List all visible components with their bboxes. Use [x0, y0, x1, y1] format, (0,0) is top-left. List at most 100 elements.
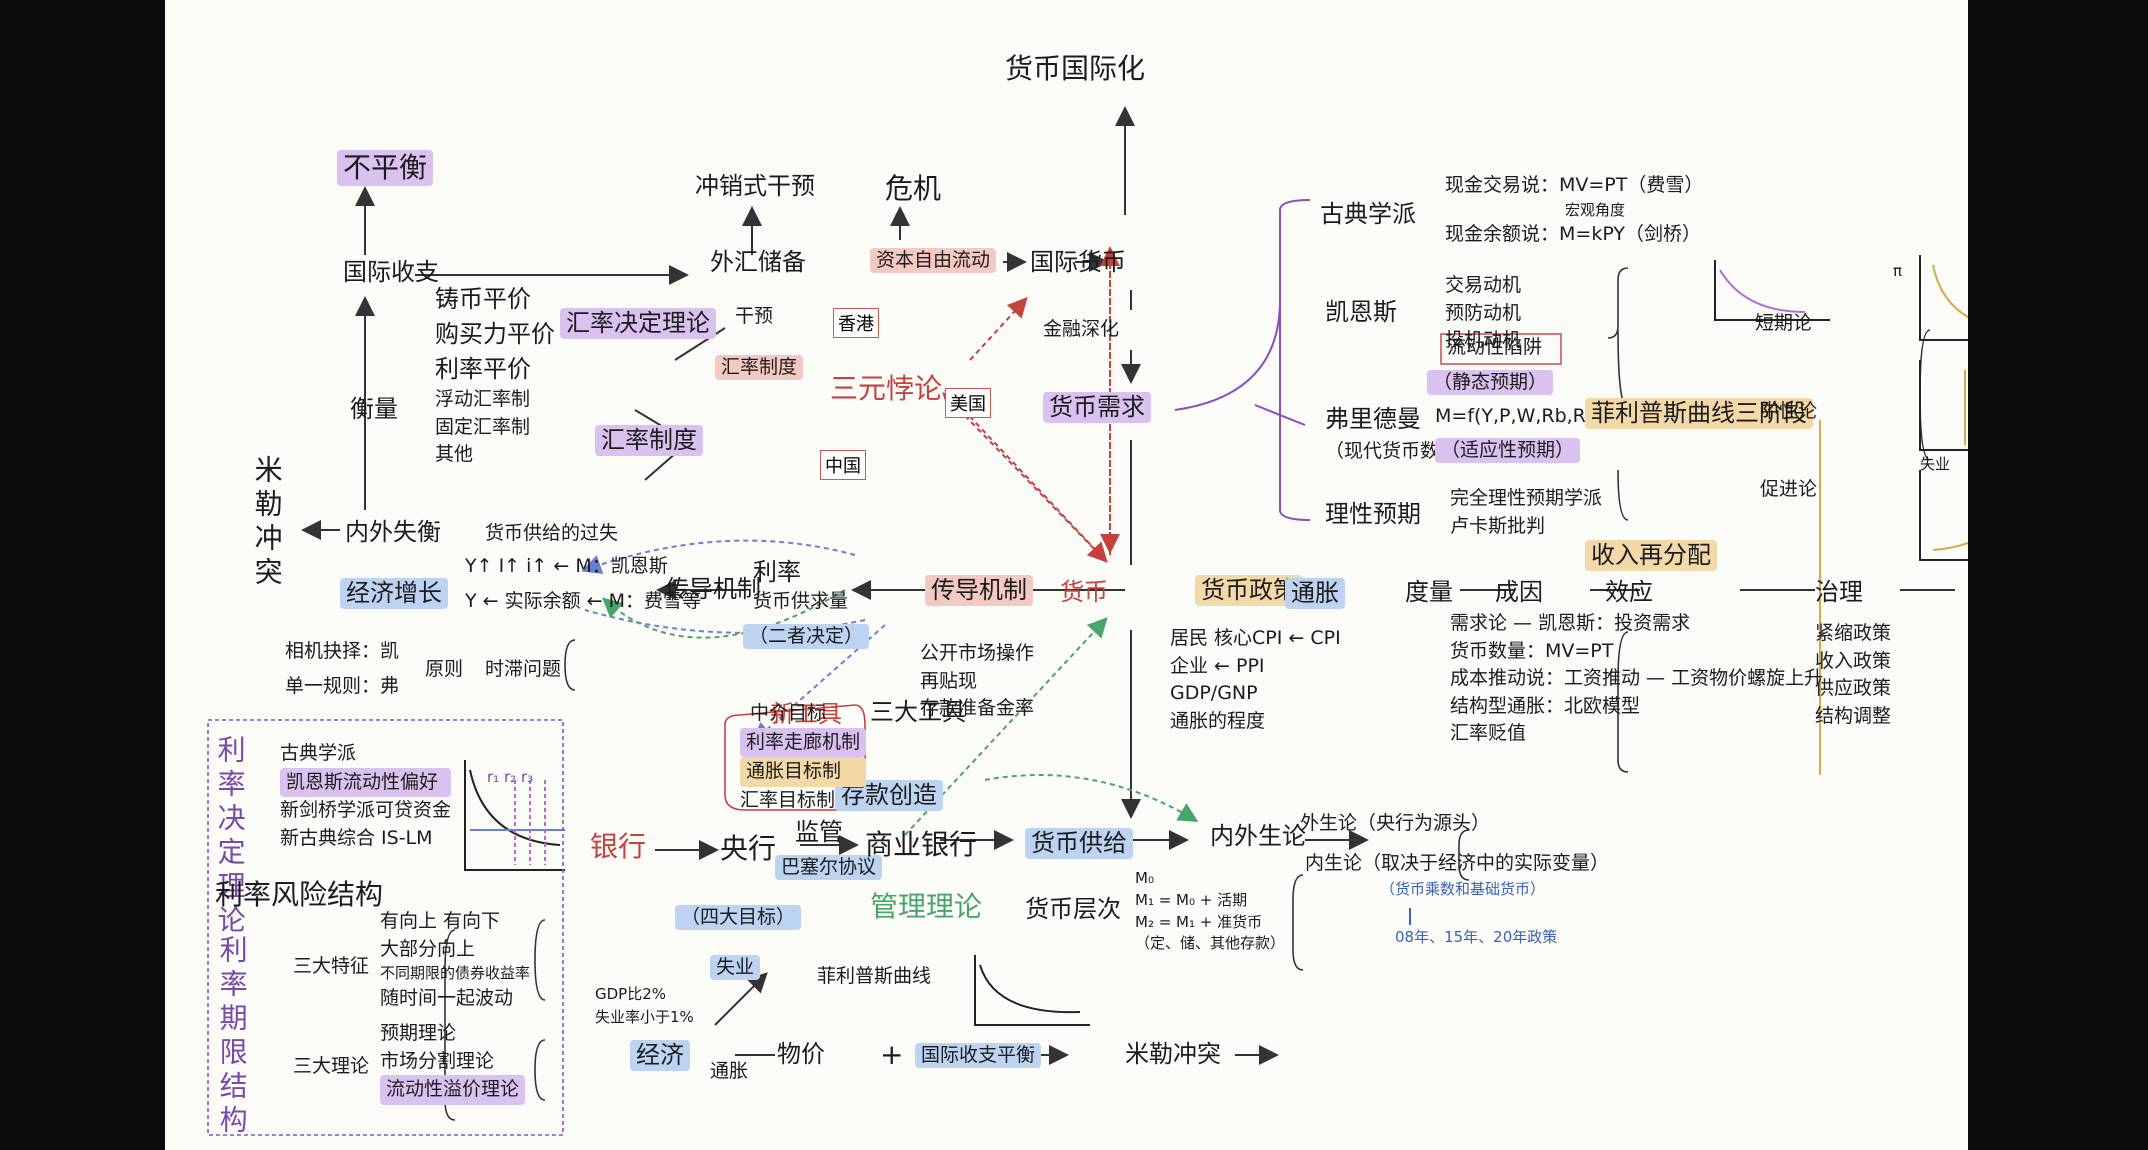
imbalance-node: 不平衡 — [337, 150, 434, 186]
friedman-node: 弗里德曼 — [1325, 405, 1421, 433]
three-tools-label: 三大工具 — [870, 698, 966, 726]
hong-kong-tag: 香港 — [833, 308, 879, 338]
price-node: 物价 — [777, 1040, 825, 1068]
keynes-motives: 交易动机 预防动机 投机动机 — [1445, 274, 1522, 352]
economy-node: 经济 — [630, 1040, 690, 1071]
rate-theory-title: 利率决定理论 — [213, 735, 247, 939]
economic-growth-node: 经济增长 — [340, 578, 448, 609]
rate-node: 利率 — [753, 558, 801, 586]
both-decide-tag: （二者决定） — [743, 624, 870, 649]
supervise-label: 监管 — [795, 818, 843, 846]
term-structure-title: 利率期限结构 — [215, 935, 249, 1139]
fx-theory-list: 铸币平价 购买力平价 利率平价 浮动汇率制 固定汇率制 其他 — [435, 282, 555, 469]
inflation-measures-list: 居民 核心CPI ← CPI 企业 ← PPI GDP/GNP 通胀的程度 — [1170, 627, 1341, 732]
money-levels-label: 货币层次 — [1025, 895, 1121, 923]
crisis-node: 危机 — [885, 172, 942, 205]
internal-external-node: 内外失衡 — [345, 518, 441, 546]
china-tag: 中国 — [820, 450, 866, 480]
single-rule-friedman: 单一规则：弗 — [285, 675, 400, 697]
static-expectation-tag: （静态预期） — [1427, 370, 1554, 395]
rate-chart-labels: r₁ r₂ r₃ — [487, 768, 534, 786]
capital-flow-node: 资本自由流动 — [870, 248, 997, 273]
four-goals-tag: （四大目标） — [675, 905, 802, 930]
policy-years-note: 08年、15年、20年政策 — [1395, 928, 1558, 946]
commercial-bank-node: 商业银行 — [865, 828, 978, 861]
intl-money-node: 国际货币 — [1030, 248, 1126, 276]
fx-reserve-node: 外汇储备 — [710, 248, 806, 276]
phillips-short: 短期论 — [1755, 312, 1813, 334]
theories-list: 预期理论 市场分割理论 流动性溢价理论 — [380, 1020, 526, 1105]
phillips-curve-label: 菲利普斯曲线 — [817, 965, 932, 987]
rational-items: 完全理性预期学派 卢卡斯批判 — [1450, 487, 1603, 537]
inflation-node: 通胀 — [1285, 578, 1345, 609]
gdp-note: GDP比2% — [595, 985, 667, 1003]
bop-node: 国际收支 — [343, 258, 439, 286]
deposit-creation-node: 存款创造 — [835, 780, 943, 811]
shock-node: 冲销式干预 — [695, 172, 815, 200]
financial-deepening-node: 金融深化 — [1043, 318, 1120, 340]
unemp-note: 失业率小于1% — [595, 1008, 694, 1026]
bank-node: 银行 — [590, 830, 647, 863]
us-tag: 美国 — [945, 388, 991, 418]
tools-list: 公开市场操作 再贴现 存款准备金率 — [920, 642, 1035, 720]
measure-label: 衡量 — [350, 395, 398, 423]
multiplier-note: （货币乘数和基础货币） — [1380, 880, 1546, 898]
inflation-treatments-list: 紧缩政策 收入政策 供应政策 结构调整 — [1815, 622, 1892, 727]
phillips-axis-y: π — [1893, 262, 1903, 280]
targets-list: 中介目标 利率走廊机制 通胀目标制 汇率目标制 — [740, 700, 867, 814]
transmission-eq-2: Y ← 实际余额 ← M：费雪等 — [465, 590, 701, 612]
fx-item: 浮动汇率制 — [435, 388, 531, 411]
money-levels-list: M₀ M₁ = M₀ + 活期 M₂ = M₁ + 准货币 （定、储、其他存款） — [1135, 869, 1286, 953]
endo-exo-node: 内外生论 — [1210, 822, 1306, 850]
inflation-treatment: 治理 — [1815, 578, 1863, 606]
inflation-effect: 效应 — [1605, 578, 1653, 606]
income-redistribution: 收入再分配 — [1585, 540, 1717, 571]
fx-item: 铸币平价 — [435, 285, 531, 313]
three-features-label: 三大特征 — [293, 955, 370, 977]
classical-school: 古典学派 — [1320, 200, 1416, 228]
exogenous-theory: 外生论（央行为源头） — [1300, 812, 1491, 834]
inflation-cause: 成因 — [1495, 578, 1543, 606]
transmission-eq-1: Y↑ I↑ i↑ ← M：凯恩斯 — [465, 555, 668, 577]
money-demand-node: 货币需求 — [1043, 392, 1151, 423]
currency-label: 货币 — [1060, 578, 1108, 606]
meade-conflict-node-2: 米勒冲突 — [1125, 1040, 1221, 1068]
fx-item: 利率平价 — [435, 354, 531, 383]
fx-item: 其他 — [435, 443, 474, 466]
time-lag-label: 时滞问题 — [485, 658, 562, 680]
phillips-three-stage: 菲利普斯曲线三阶段 — [1585, 398, 1813, 429]
trilemma-label: 三元悖论 — [830, 372, 943, 405]
money-supply-node: 货币供给 — [1025, 828, 1133, 859]
phillips-axis-x: 失业 — [1920, 455, 1951, 473]
transmission-node: 传导机制 — [665, 575, 761, 603]
bop-balance-node: 国际收支平衡 — [915, 1043, 1042, 1068]
inflation-causes-list: 需求论 — 凯恩斯：投资需求 货币数量：MV=PT 成本推动说：工资推动 — 工… — [1450, 612, 1824, 745]
endogenous-theory: 内生论（取决于经济中的实际变量） — [1305, 852, 1610, 874]
features-list: 有向上 有向下 大部分向上 不同期限的债券收益率 随时间一起波动 — [380, 910, 531, 1009]
principle-label: 原则 — [425, 658, 464, 680]
risk-structure-title: 利率风险结构 — [215, 878, 384, 911]
keynes-node: 凯恩斯 — [1325, 298, 1397, 326]
currency-intl-node: 货币国际化 — [1005, 52, 1146, 85]
fx-regime-node: 汇率制度 — [715, 355, 804, 380]
basel-tag: 巴塞尔协议 — [775, 855, 883, 880]
discretion-keynes: 相机抉择：凯 — [285, 640, 400, 662]
inflation-label-2: 通胀 — [710, 1060, 749, 1082]
supply-fault-label: 货币供给的过失 — [485, 522, 619, 544]
liquidity-trap-box: 流动性陷阱 — [1447, 336, 1543, 358]
fx-item: 购买力平价 — [435, 319, 555, 348]
transmission-hub: 传导机制 — [925, 575, 1033, 606]
phillips-neutral: 中性论 — [1760, 400, 1818, 422]
rational-expectation-node: 理性预期 — [1325, 500, 1421, 528]
rate-theory-list: 古典学派 凯恩斯流动性偏好 新剑桥学派可贷资金 新古典综合 IS-LM — [280, 742, 452, 849]
fx-item: 固定汇率制 — [435, 415, 531, 438]
fx-theory-node: 汇率决定理论 — [560, 308, 716, 339]
unemployment-node: 失业 — [710, 955, 761, 980]
phillips-promote: 促进论 — [1760, 478, 1818, 500]
central-bank-node: 央行 — [720, 832, 777, 865]
three-theories-label: 三大理论 — [293, 1055, 370, 1077]
new-tools-label: 新工具 — [770, 700, 842, 728]
inflation-measure: 度量 — [1405, 578, 1453, 606]
management-theory: 管理理论 — [870, 890, 983, 923]
plus-sign: + — [880, 1038, 904, 1071]
